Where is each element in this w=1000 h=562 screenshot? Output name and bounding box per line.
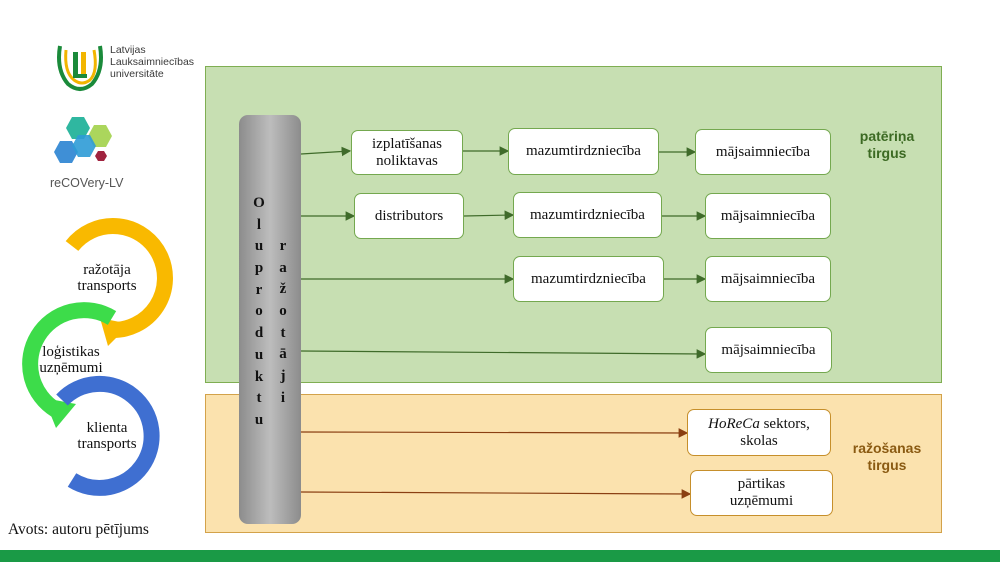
box-retail-1: mazumtirdzniecība: [508, 128, 659, 175]
box-household-1: mājsaimniecība: [695, 129, 831, 175]
box-household-2: mājsaimniecība: [705, 193, 831, 239]
producer-letter: ž: [279, 281, 287, 298]
hexagon-cluster-icon: [54, 117, 112, 163]
cycle-arrowhead-green: [44, 398, 76, 428]
source-note: Avots: autoru pētījums: [8, 521, 149, 538]
cycle-ring-blue: [56, 375, 160, 496]
arrow-producer-to-food-companies: [300, 489, 692, 499]
box-household-4: mājsaimniecība: [705, 327, 832, 373]
producer-letter: l: [256, 216, 262, 233]
transport-cycle-diagram: [22, 218, 173, 496]
producer-letter: r: [279, 238, 287, 254]
producer-letter: a: [279, 259, 287, 276]
producer-letter: p: [254, 260, 264, 277]
box-horeca-schools: HoReCa sektors,skolas: [687, 409, 831, 456]
producer-letter: o: [255, 303, 263, 320]
producer-letter: t: [280, 324, 286, 341]
producer-letter: r: [255, 281, 263, 298]
llu-emblem-icon: [57, 45, 103, 91]
arrow-producer-to-household-4: [300, 349, 707, 359]
arrow-producer-to-warehouses: [300, 146, 352, 157]
llu-line-2: Lauksaimniecības: [110, 56, 195, 68]
producer-letter: t: [256, 390, 262, 407]
box-retail-2: mazumtirdzniecība: [513, 192, 662, 238]
producer-letter: u: [254, 411, 264, 428]
producer-letter: O: [253, 195, 265, 211]
llu-line-3: universitāte: [110, 68, 164, 80]
box-retail-3: mazumtirdzniecība: [513, 256, 664, 302]
producer-letter: u: [254, 238, 264, 255]
box-household-3: mājsaimniecība: [705, 256, 831, 302]
arrow-distributor-to-retail-2: [463, 210, 515, 220]
bottom-accent-bar: [0, 550, 1000, 562]
llu-logo-text: Latvijas Lauksaimniecības universitāte: [110, 44, 194, 80]
box-distributors: distributors: [354, 193, 464, 239]
recovery-logo: [50, 113, 140, 171]
producer-letter: u: [254, 346, 264, 363]
producer-letter: i: [280, 389, 286, 406]
producer-letter: k: [254, 368, 264, 385]
producer-letter: ā: [279, 346, 287, 363]
llu-logo: Latvijas Lauksaimniecības universitāte: [54, 40, 194, 96]
cycle-arrowhead-yellow: [100, 318, 130, 346]
cycle-ring-yellow: [65, 218, 173, 339]
producer-letter: j: [280, 368, 286, 385]
llu-line-1: Latvijas: [110, 44, 146, 56]
cycle-ring-green: [22, 302, 117, 417]
arrow-producer-to-horeca: [300, 428, 689, 438]
recovery-logo-text: reCOVery-LV: [50, 176, 124, 190]
producer-letter: o: [279, 303, 287, 320]
producer-letter: d: [254, 325, 264, 342]
